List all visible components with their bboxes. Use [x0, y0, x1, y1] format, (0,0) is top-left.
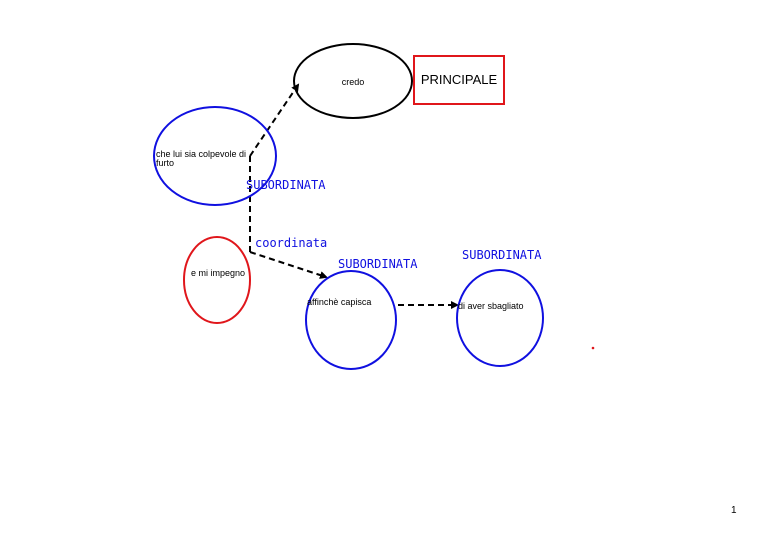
node-colpevole-label-line2: furto: [156, 158, 174, 168]
node-credo-label: credo: [342, 77, 365, 87]
page-number: 1: [731, 505, 737, 516]
node-principale: PRINCIPALE: [413, 55, 505, 105]
edge-colpevole-to-credo: [249, 83, 300, 157]
node-colpevole: che lui sia colpevole di furto: [153, 106, 277, 206]
node-capisca-label: affinchè capisca: [307, 297, 371, 307]
node-credo-shape: [293, 43, 413, 119]
node-impegno-shape: [183, 236, 251, 324]
node-colpevole-label-line1: che lui sia colpevole di: [156, 149, 246, 159]
edge-impegno-to-capisca: [249, 251, 328, 279]
stray-dot: [591, 346, 595, 350]
node-principale-label: PRINCIPALE: [421, 72, 498, 87]
node-capisca: affinchè capisca: [305, 270, 397, 370]
label-subordinata-1: SUBORDINATA: [246, 178, 326, 192]
node-sbagliato: di aver sbagliato: [456, 269, 544, 367]
node-sbagliato-label: di aver sbagliato: [458, 301, 524, 311]
node-principale-shape: [413, 55, 505, 105]
node-credo: credo: [293, 43, 413, 119]
node-capisca-shape: [305, 270, 397, 370]
label-coordinata: coordinata: [255, 236, 327, 250]
node-impegno: e mi impegno: [183, 236, 251, 324]
label-subordinata-2: SUBORDINATA: [338, 257, 418, 271]
label-subordinata-3: SUBORDINATA: [462, 248, 542, 262]
node-colpevole-shape: [153, 106, 277, 206]
node-sbagliato-shape: [456, 269, 544, 367]
node-impegno-label: e mi impegno: [191, 268, 245, 278]
